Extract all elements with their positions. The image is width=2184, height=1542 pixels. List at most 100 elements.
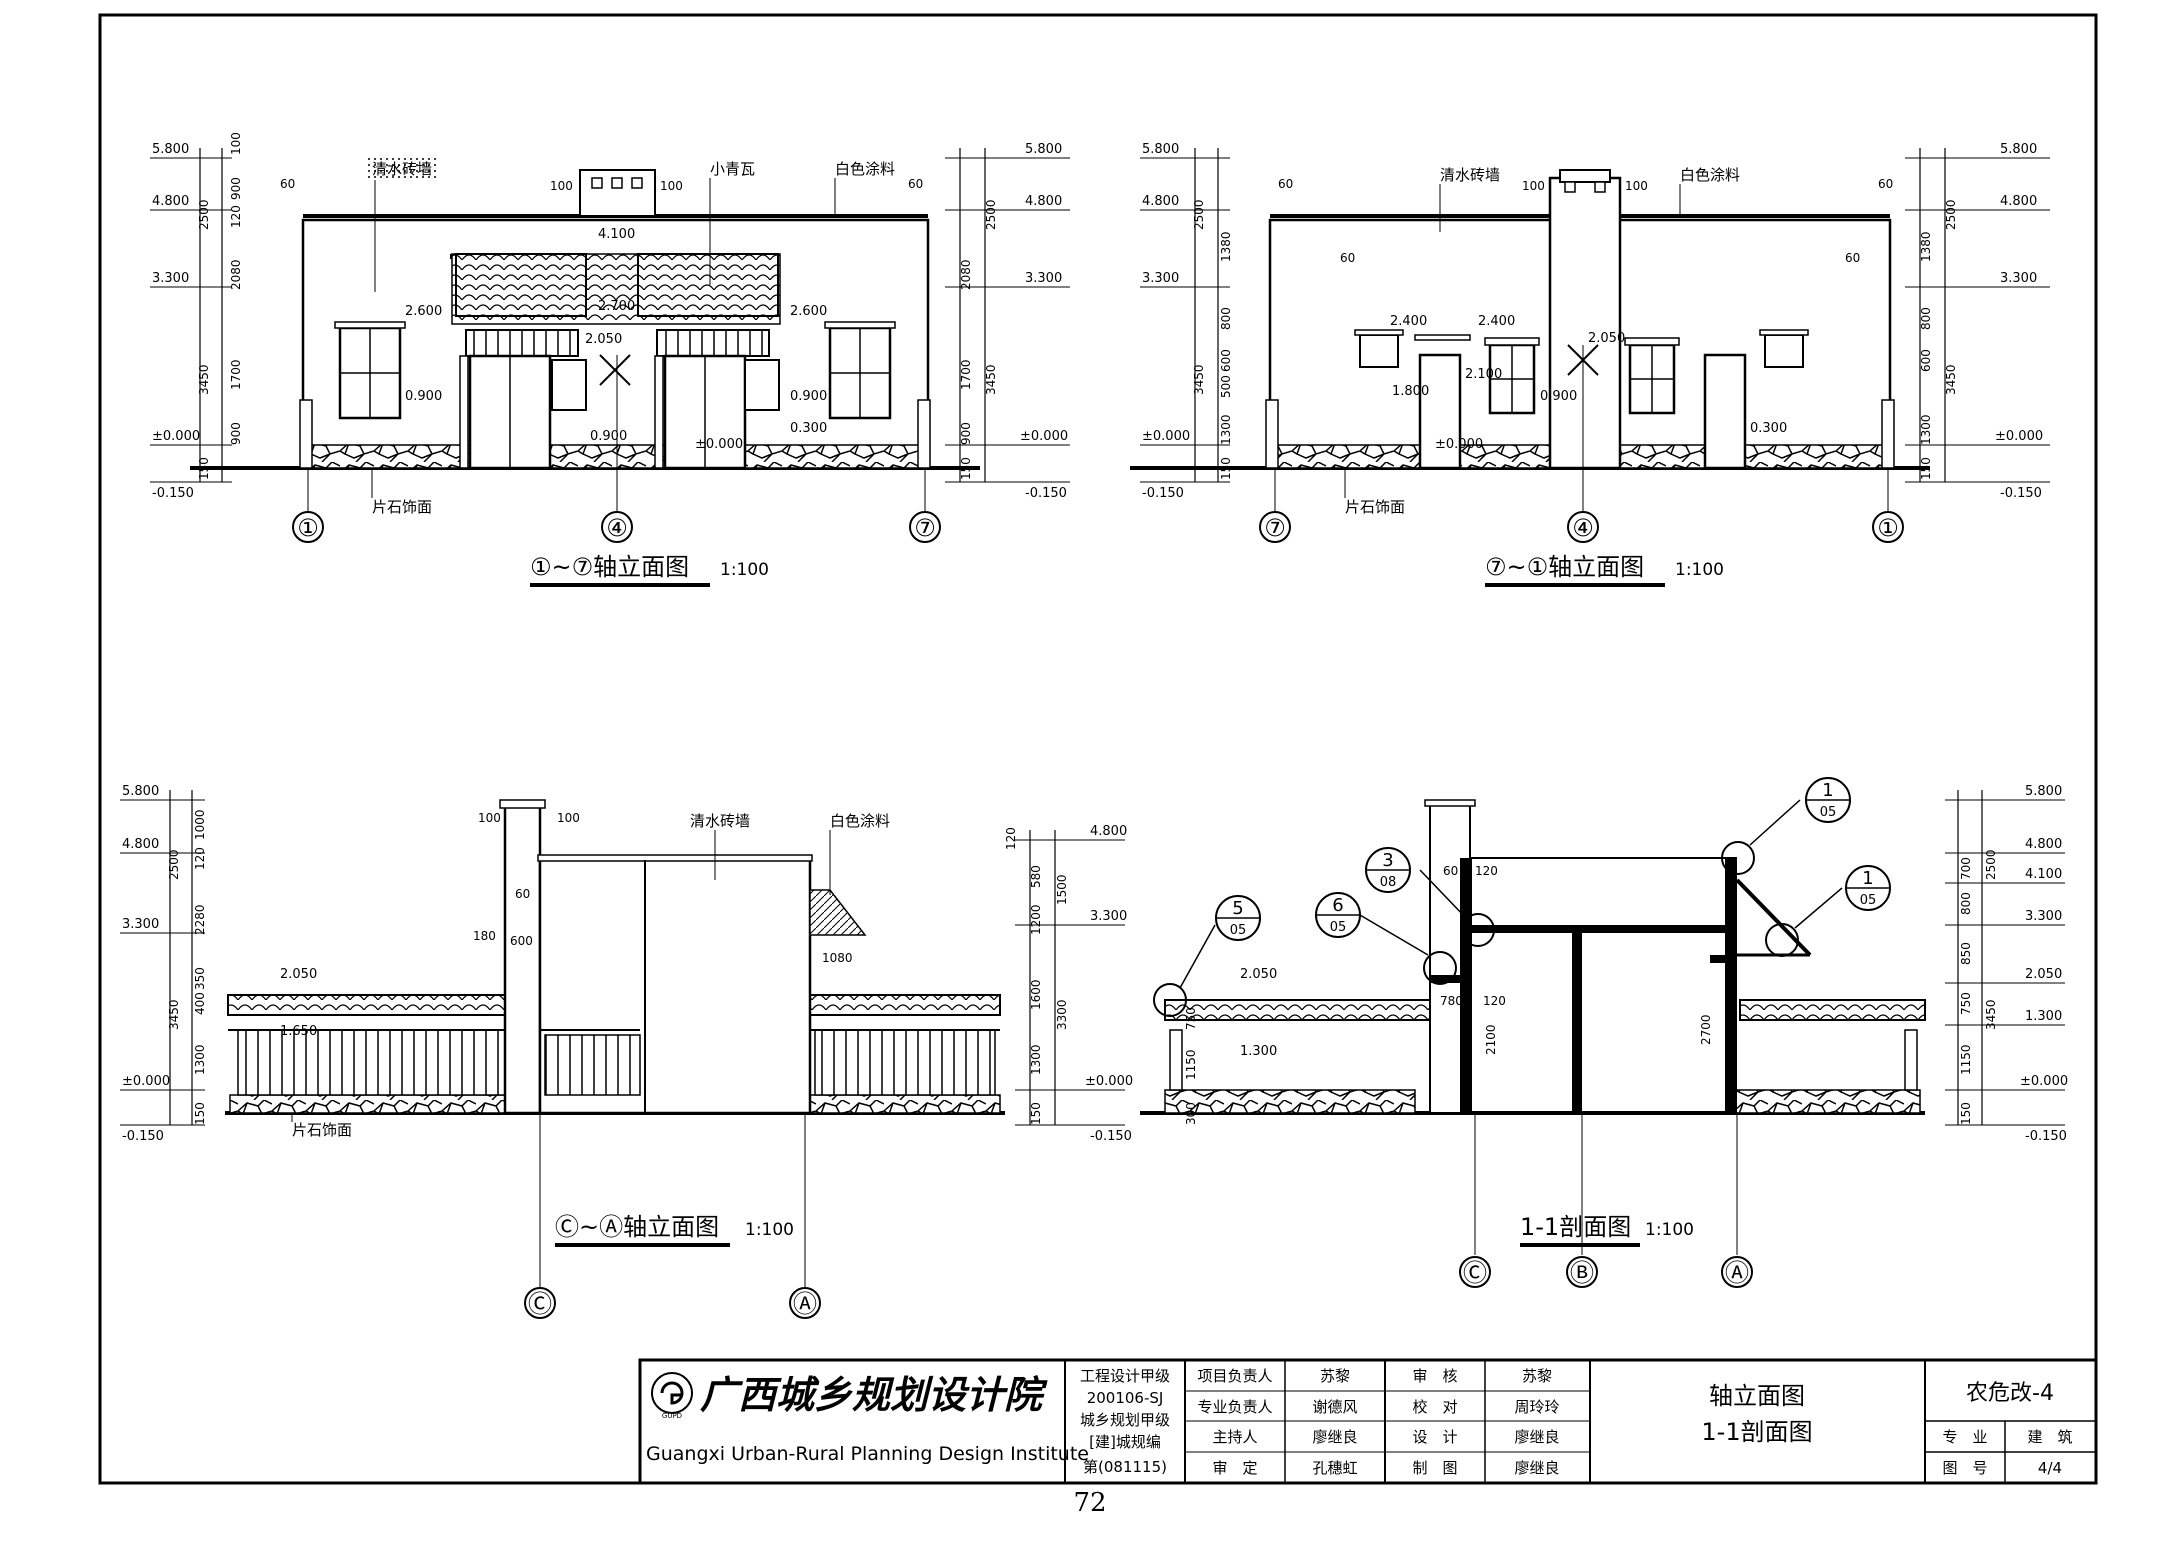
view-title: Ⓒ~Ⓐ轴立面图 xyxy=(555,1213,719,1241)
level-label: ±0.000 xyxy=(1435,437,1483,452)
axis-marker: Ⓐ xyxy=(1725,1259,1749,1287)
company-logo-icon xyxy=(651,1372,693,1414)
role-name: 廖继良 xyxy=(1312,1428,1357,1446)
dim: 120 xyxy=(229,205,243,228)
dim: 1700 xyxy=(229,359,243,390)
logo-text: GUPD xyxy=(662,1412,682,1420)
dim: 500 xyxy=(1219,375,1233,398)
discipline-value: 建 筑 xyxy=(2027,1428,2072,1446)
dim: 350 xyxy=(193,967,207,990)
dim: 150 xyxy=(1919,457,1933,480)
view-title: ⑦~①轴立面图 xyxy=(1485,553,1644,581)
dim: 60 xyxy=(1878,177,1893,191)
company-name-cn: 广西城乡规划设计院 xyxy=(700,1373,1048,1417)
level-label: 3.300 xyxy=(1025,271,1062,286)
dim: 1380 xyxy=(1919,231,1933,262)
material-note: 小青瓦 xyxy=(710,160,755,178)
dim: 100 xyxy=(478,811,501,825)
page-number: 72 xyxy=(1073,1488,1107,1518)
dim: 150 xyxy=(193,1102,207,1125)
cert-line: 工程设计甲级 xyxy=(1080,1367,1170,1385)
axis-marker: Ⓒ xyxy=(1463,1259,1487,1287)
elevation-C-A: Ⓒ Ⓐ 5.800 4.800 3.300 ±0.000 -0.150 2500… xyxy=(120,784,1133,1319)
dim: 1500 xyxy=(1055,874,1069,905)
level-label: 4.800 xyxy=(1025,194,1062,209)
dim: 2500 xyxy=(984,199,998,230)
dim: 2500 xyxy=(1192,199,1206,230)
dim: 600 xyxy=(1219,349,1233,372)
drawing-title: 轴立面图 xyxy=(1709,1382,1805,1410)
dim: 1300 xyxy=(1919,414,1933,445)
level-label: 5.800 xyxy=(1142,142,1179,157)
sheet-no-value: 4/4 xyxy=(2038,1459,2062,1477)
axis-marker: ⑦ xyxy=(1264,514,1286,542)
material-note: 清水砖墙 xyxy=(372,160,432,178)
role-name: 苏黎 xyxy=(1320,1367,1350,1385)
dim: 300 xyxy=(1184,1102,1198,1125)
level-label: ±0.000 xyxy=(2020,1074,2068,1089)
level-label: ±0.000 xyxy=(1020,429,1068,444)
dim: 700 xyxy=(1959,857,1973,880)
role-label: 审 核 xyxy=(1412,1367,1457,1385)
dim: 3450 xyxy=(1944,364,1958,395)
material-note: 清水砖墙 xyxy=(690,812,750,830)
role-label: 设 计 xyxy=(1412,1428,1457,1446)
level-label: -0.150 xyxy=(2000,486,2042,501)
dim: 1150 xyxy=(1184,1049,1198,1080)
axis-marker: ⑦ xyxy=(914,514,936,542)
dim: 2500 xyxy=(1944,199,1958,230)
dim: 100 xyxy=(1625,179,1648,193)
level-label: -0.150 xyxy=(1090,1129,1132,1144)
level-label: -0.150 xyxy=(2025,1129,2067,1144)
dim: 2500 xyxy=(1984,849,1998,880)
detail-sheet: 05 xyxy=(1860,893,1877,908)
level-label: 2.600 xyxy=(405,304,442,319)
dim: 2100 xyxy=(1484,1024,1498,1055)
dim: 2700 xyxy=(1699,1014,1713,1045)
dim: 120 xyxy=(1004,827,1018,850)
level-label: 3.300 xyxy=(1090,909,1127,924)
material-note: 片石饰面 xyxy=(1345,498,1405,516)
dim: 2500 xyxy=(197,199,211,230)
dim: 2080 xyxy=(959,259,973,290)
dim: 800 xyxy=(1919,307,1933,330)
dim: 800 xyxy=(1219,307,1233,330)
level-label: 5.800 xyxy=(2000,142,2037,157)
dim: 750 xyxy=(1959,992,1973,1015)
role-label: 专业负责人 xyxy=(1197,1398,1272,1416)
title-block: GUPD 广西城乡规划设计院 Guangxi Urban-Rural Plann… xyxy=(638,1358,2098,1485)
level-label: 1.800 xyxy=(1392,384,1429,399)
dim: 1080 xyxy=(822,951,853,965)
dim: 3450 xyxy=(1984,999,1998,1030)
role-label: 主持人 xyxy=(1212,1428,1257,1446)
detail-sheet: 05 xyxy=(1820,805,1837,820)
level-label: -0.150 xyxy=(152,486,194,501)
dim: 900 xyxy=(959,422,973,445)
level-label: 2.400 xyxy=(1390,314,1427,329)
level-label: 2.050 xyxy=(585,332,622,347)
dim: 150 xyxy=(1219,457,1233,480)
role-name: 谢德风 xyxy=(1312,1398,1357,1416)
dim: 1300 xyxy=(1029,1044,1043,1075)
project-code: 农危改-4 xyxy=(1966,1381,2054,1406)
level-label: ±0.000 xyxy=(1085,1074,1133,1089)
dim: 400 xyxy=(193,992,207,1015)
dim: 900 xyxy=(229,177,243,200)
level-label: 1.650 xyxy=(280,1024,317,1039)
level-label: 3.300 xyxy=(122,917,159,932)
axis-marker: Ⓒ xyxy=(528,1290,552,1318)
level-label: 0.900 xyxy=(790,389,827,404)
level-label: ±0.000 xyxy=(695,437,743,452)
view-scale: 1:100 xyxy=(745,1220,794,1240)
level-label: -0.150 xyxy=(1142,486,1184,501)
axis-marker: Ⓐ xyxy=(793,1290,817,1318)
level-label: ±0.000 xyxy=(152,429,200,444)
cert-line: 城乡规划甲级 xyxy=(1080,1411,1170,1429)
dim: 100 xyxy=(557,811,580,825)
view-title: ①~⑦轴立面图 xyxy=(530,553,689,581)
material-note: 白色涂料 xyxy=(835,160,895,178)
dim: 120 xyxy=(1483,994,1506,1008)
sheet-no-label: 图 号 xyxy=(1942,1459,1987,1477)
level-label: -0.150 xyxy=(122,1129,164,1144)
